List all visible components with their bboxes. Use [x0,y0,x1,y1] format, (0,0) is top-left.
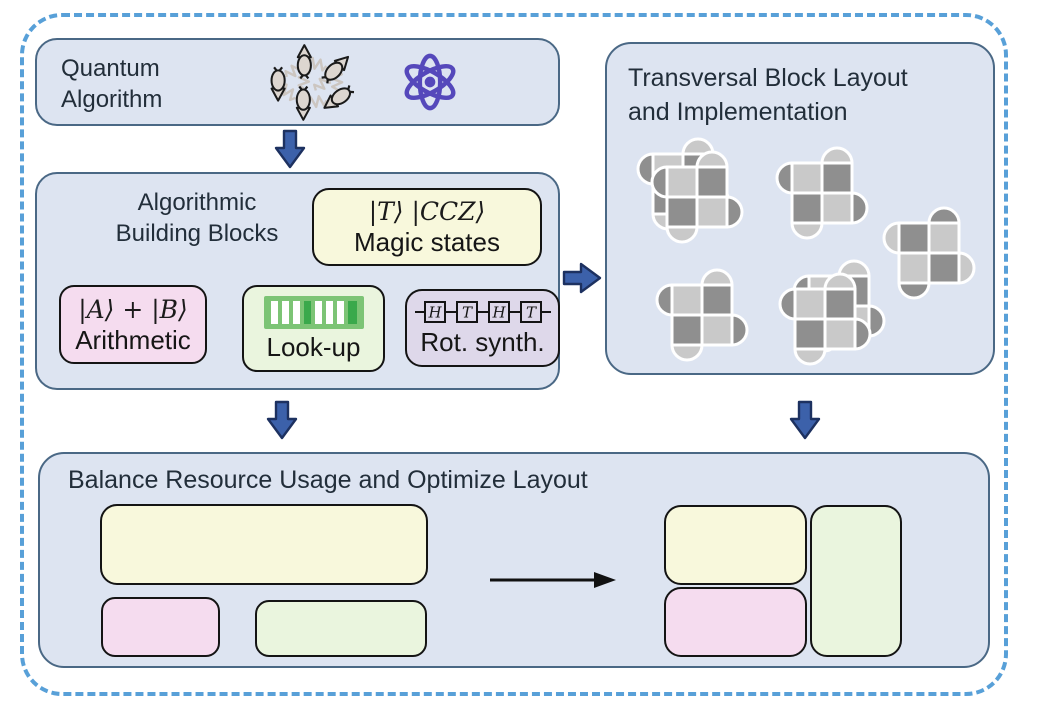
transversal-title-line2: and Implementation [628,98,848,126]
gate-label-3: H [491,304,506,322]
magic-states-formula: |T⟩ |CCZ⟩ [368,197,486,226]
building-blocks-title: Algorithmic Building Blocks [82,187,312,249]
lookup-box: Look-up [242,285,385,372]
resource-block-green-left [255,600,427,657]
quantum-title-line1: Quantum [61,55,160,82]
transversal-title: Transversal Block Layout and Implementat… [628,61,908,129]
balance-title: Balance Resource Usage and Optimize Layo… [68,466,588,494]
magic-states-label: Magic states [354,227,500,257]
rot-synth-label: Rot. synth. [420,327,545,357]
rot-synth-box: H T H T Rot. synth. [405,289,560,367]
transversal-title-line1: Transversal Block Layout [628,64,908,92]
surface-code-patches [636,137,976,366]
atom-icon [404,53,456,111]
down-arrow-icon-1 [274,129,306,169]
resource-block-pink-left [101,597,220,657]
arithmetic-label: Arithmetic [75,324,191,355]
resource-block-yellow-right [664,505,807,585]
down-arrow-icon-3 [789,400,821,440]
resource-block-yellow-left [100,504,428,585]
patch-cluster-3 [882,206,976,300]
patch-cluster-5 [778,259,886,366]
quantum-title-line2: Algorithm [61,86,163,113]
circuit-icon: H T H T [414,301,551,323]
resource-block-green-right [810,505,902,657]
patch-cluster-2 [775,146,869,240]
barcode-icon [263,295,364,329]
algorithmic-building-blocks-panel: Algorithmic Building Blocks |T⟩ |CCZ⟩ Ma… [35,172,560,390]
right-arrow-icon [562,262,602,294]
quantum-algorithm-title: Quantum Algorithm [61,53,162,115]
quantum-algorithm-panel: Quantum Algorithm [35,38,560,126]
flow-arrow-icon [490,572,616,588]
building-title-line2: Building Blocks [115,220,279,247]
spin-cluster-icon [270,44,357,121]
gate-label-1: H [427,304,442,322]
resource-block-pink-right [664,587,807,657]
patch-cluster-4 [655,268,749,362]
lookup-label: Look-up [266,331,361,362]
gate-label-2: T [461,304,472,322]
gate-label-4: T [525,304,536,322]
building-title-line1: Algorithmic [137,189,257,216]
patch-cluster-1 [636,137,744,244]
arithmetic-formula: |A⟩ + |B⟩ [78,294,188,324]
magic-states-box: |T⟩ |CCZ⟩ Magic states [312,188,542,266]
outer-dashed-frame [20,13,1008,696]
transversal-layout-panel: Transversal Block Layout and Implementat… [605,42,995,375]
down-arrow-icon-2 [266,400,298,440]
arithmetic-box: |A⟩ + |B⟩ Arithmetic [59,285,207,364]
balance-layout-panel: Balance Resource Usage and Optimize Layo… [38,452,990,668]
